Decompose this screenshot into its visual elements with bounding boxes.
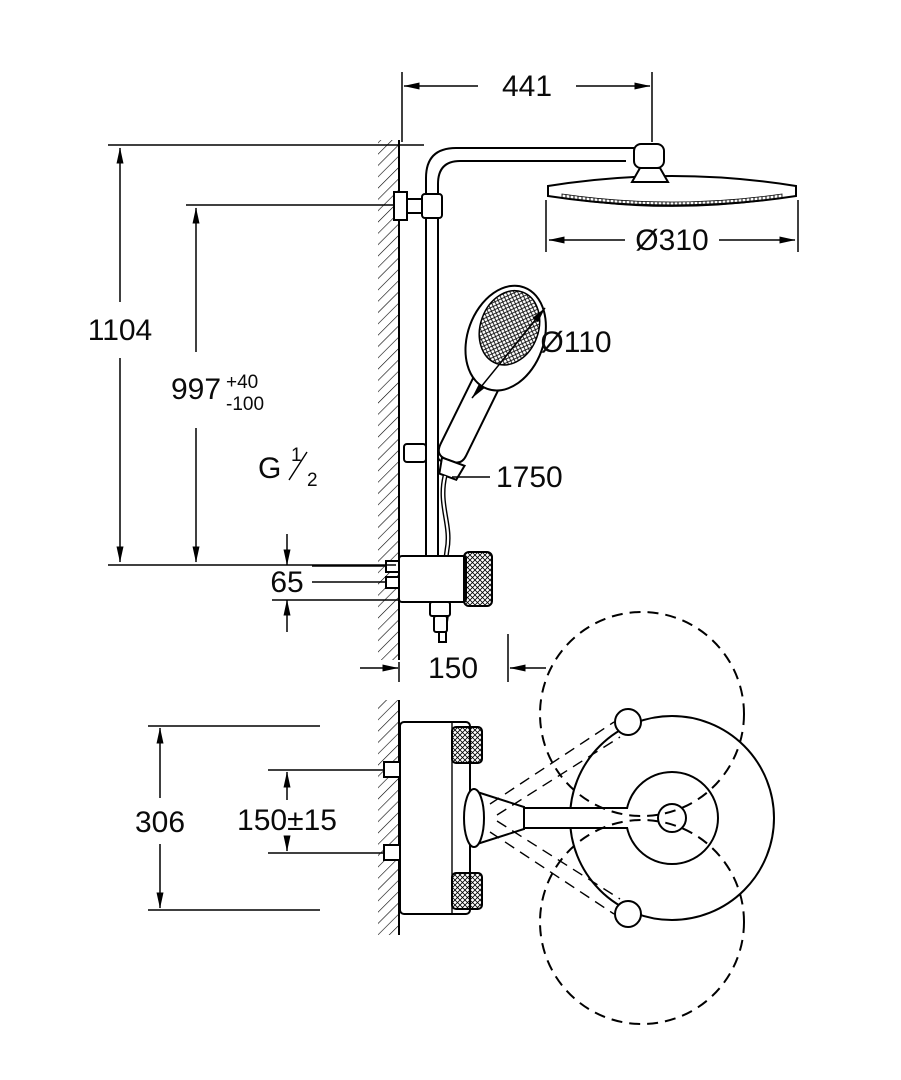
dim-150pm15: 150±15 — [237, 769, 384, 854]
thread-label-numerator: 1 — [291, 445, 302, 466]
swivel-joint-top — [614, 708, 642, 736]
wall-section-plan — [378, 700, 400, 935]
riser-arm-outer-line — [425, 147, 640, 556]
mixer-handle-knurl-top — [451, 726, 483, 764]
outlet-body — [429, 601, 451, 617]
wall-hatch-front — [378, 140, 399, 660]
swivel-position-top-dashed — [539, 611, 745, 817]
head-shower-plan — [463, 715, 775, 921]
head-swivel-range — [489, 611, 745, 1025]
shower-arm-plan-fill — [524, 809, 628, 827]
swivel-arm-bottom-edge2 — [496, 820, 621, 900]
supply-elbow-bottom — [385, 576, 400, 589]
mixer-body — [398, 555, 467, 603]
shower-arm-plan — [524, 807, 627, 829]
thermostat-body-plan — [383, 721, 483, 915]
ball-joint — [633, 143, 665, 169]
head-shower-hub — [657, 803, 687, 833]
front-view: 441 Ø310 1104 997 +40 -100 — [88, 70, 799, 685]
ball-joint-cone — [630, 167, 670, 183]
thread-label-denominator: 2 — [307, 470, 318, 491]
dim-1750-label: 1750 — [496, 461, 563, 494]
dim-310: Ø310 — [545, 200, 799, 257]
swivel-arm-top-edge1 — [489, 721, 615, 805]
bracket-flange — [393, 191, 408, 221]
plan-view: 306 150±15 — [135, 611, 775, 1025]
head-shower-side — [547, 143, 797, 207]
dim-150-label: 150 — [428, 652, 478, 685]
dim-441: 441 — [401, 70, 653, 142]
dim-997-tol-minus: -100 — [226, 394, 264, 415]
wall-hatch-plan — [378, 700, 399, 935]
dim-441-label: 441 — [502, 70, 552, 103]
head-shower-sprayface — [561, 193, 783, 207]
dim-1750: 1750 — [452, 461, 563, 494]
dim-997: 997 +40 -100 — [171, 204, 394, 563]
thread-label: G 1 2 — [258, 445, 318, 491]
outlet-nipple — [438, 631, 447, 643]
supply-connection-plan-top — [383, 761, 401, 778]
riser-arm-inner-line — [437, 160, 626, 556]
dim-310-label: Ø310 — [635, 224, 708, 257]
wall-mount-bracket — [393, 191, 443, 221]
dim-997-tol-plus: +40 — [226, 372, 258, 393]
mixer-handle-knurl-bottom — [451, 872, 483, 910]
dim-150pm15-label: 150±15 — [237, 804, 337, 837]
thread-label-g: G — [258, 452, 281, 485]
mixer-handle-knurl — [463, 551, 493, 607]
swivel-joint-bottom — [614, 900, 642, 928]
swivel-position-bottom-dashed — [539, 819, 745, 1025]
dim-1104: 1104 — [88, 144, 424, 566]
holder-knob — [403, 443, 427, 463]
thermostat-body-front — [312, 551, 493, 643]
dim-65: 65 — [270, 534, 398, 632]
dim-306-label: 306 — [135, 806, 185, 839]
dim-110-label: Ø110 — [540, 326, 611, 359]
outlet-nut — [433, 615, 448, 633]
bracket-clamp — [421, 193, 443, 219]
hand-shower-hose-connector — [438, 456, 467, 481]
swivel-arm-bottom-edge1 — [489, 831, 615, 915]
dim-110: Ø110 — [471, 307, 612, 399]
shower-riser-and-arm — [425, 147, 640, 556]
dim-110-arrow — [471, 307, 546, 399]
dim-1104-label: 1104 — [88, 314, 153, 347]
thread-fraction-slash — [288, 451, 308, 481]
supply-elbow-top — [385, 560, 400, 573]
dim-150: 150 — [360, 634, 546, 685]
dim-306: 306 — [135, 725, 320, 911]
supply-connection-plan-bottom — [383, 844, 401, 861]
escutcheon-plan — [463, 788, 485, 848]
dim-65-label: 65 — [270, 566, 303, 599]
swivel-arm-top-edge2 — [496, 736, 621, 816]
dim-997-label: 997 — [171, 373, 221, 406]
